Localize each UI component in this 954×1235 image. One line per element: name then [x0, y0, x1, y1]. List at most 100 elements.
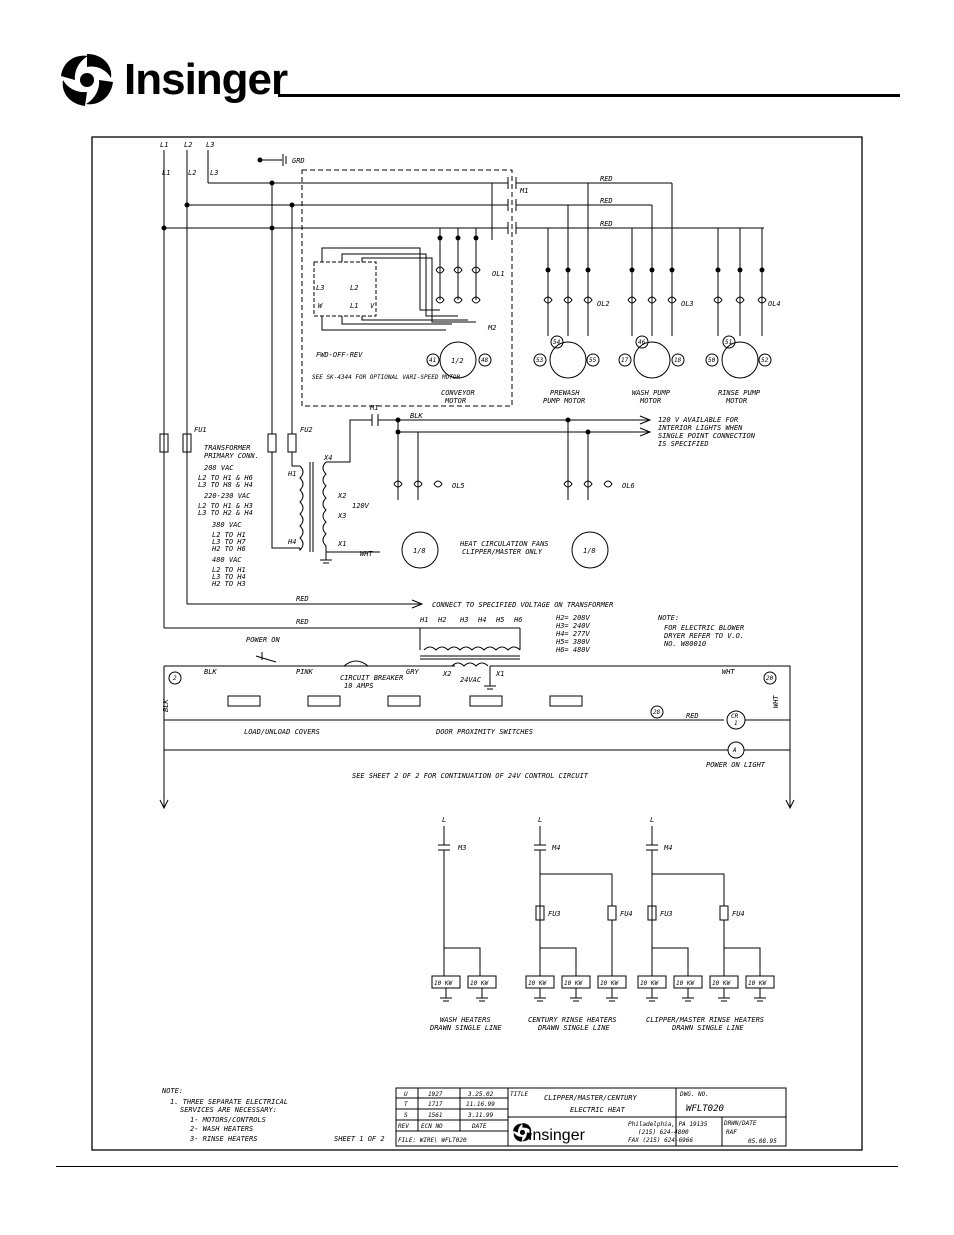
line-l2-label: L2 — [184, 141, 192, 149]
m4-label-2: M4 — [663, 844, 672, 852]
title-line-1: CLIPPER/MASTER/CENTURY — [544, 1094, 638, 1102]
prewash-t3: 54 — [553, 339, 561, 346]
node-28: 28 — [653, 709, 661, 716]
fans-label-1: HEAT CIRCULATION FANS — [459, 540, 549, 548]
wash-heaters-label-2: DRAWN SINGLE LINE — [429, 1024, 502, 1032]
conn-380-l2: L3 TO H7 — [212, 538, 247, 546]
ol2-label: OL2 — [597, 300, 610, 308]
heater-l-3: L — [650, 816, 654, 824]
wire-pink: PINK — [296, 668, 314, 676]
conn-208-l2: L3 TO H8 & H4 — [198, 481, 253, 489]
note-120v-3: SINGLE POINT CONNECTION — [658, 432, 756, 440]
date-1717: 11.16.99 — [466, 1101, 495, 1108]
line-l3-label: L3 — [206, 141, 214, 149]
wire-red-connect: RED — [296, 595, 309, 603]
conn-220-l2: L3 TO H2 & H4 — [198, 509, 253, 517]
volt-h4: H4= 277V — [555, 630, 591, 638]
title-block: U 1927 3.25.02 T 1717 11.16.99 S 1561 3.… — [395, 1087, 787, 1147]
conveyor-hp: 1/2 — [451, 357, 464, 365]
address-3: FAX (215) 624-6966 — [628, 1137, 693, 1144]
fans-section: M1 BLK OL5 1/8 OL6 1/8 HEAT CIRCULATION … — [369, 404, 756, 569]
blower-note-3: NO. W80010 — [663, 640, 706, 648]
wire-blk-ctrl: BLK — [204, 668, 217, 676]
kw-1: 10 KW — [434, 980, 453, 987]
ctrl-24vac: 24VAC — [460, 676, 482, 684]
conn-208-l1: L2 TO H1 & H6 — [198, 474, 253, 482]
tap-h3: H3 — [459, 616, 468, 624]
ol3-label: OL3 — [681, 300, 694, 308]
note-120v-1: 120 V AVAILABLE FOR — [658, 416, 738, 424]
drwn-initials: RAF — [726, 1129, 737, 1136]
tap-h2: H2 — [437, 616, 446, 624]
m1-label: M1 — [519, 187, 528, 195]
m3-label: M3 — [457, 844, 466, 852]
kw-5: 10 KW — [600, 980, 619, 987]
fu2-label: FU2 — [300, 426, 313, 434]
conn-220-l1: L2 TO H1 & H3 — [198, 502, 253, 510]
xfmr-x4: X4 — [323, 454, 332, 462]
heaters: L L L M3 M4 M4 FU3 FU4 FU3 FU4 10 KW 10 … — [429, 816, 775, 1032]
switch-l3: L3 — [316, 284, 324, 292]
conn-220-head: 220-230 VAC — [204, 492, 251, 500]
address-1: Philadelphia, PA 19135 — [628, 1121, 708, 1128]
title-line-2: ELECTRIC HEAT — [570, 1106, 626, 1114]
date-header: DATE — [471, 1123, 487, 1130]
rinse-label-2: MOTOR — [725, 397, 747, 405]
xfmr-x2: X2 — [337, 492, 346, 500]
kw-8: 10 KW — [712, 980, 731, 987]
wire-wht-1: WHT — [360, 550, 373, 558]
switch-v: V — [370, 302, 375, 310]
fwd-off-rev-label: FWD-OFF-REV — [316, 351, 363, 359]
rinse-t3: 51 — [725, 339, 732, 346]
wash-label-1: WASH PUMP — [632, 389, 671, 397]
kw-3: 10 KW — [528, 980, 547, 987]
kw-4: 10 KW — [564, 980, 583, 987]
conveyor-label-1: CONVEYOR — [441, 389, 475, 397]
wash-t2: 18 — [674, 357, 682, 364]
title-swirl-icon — [513, 1123, 532, 1142]
drwn-date: 05.08.95 — [748, 1138, 777, 1145]
cr-num: 1 — [734, 720, 738, 727]
ground-label: GRD — [292, 157, 305, 165]
conn-480-head: 480 VAC — [212, 556, 242, 564]
conveyor-t1: 41 — [429, 357, 436, 364]
title-header: TITLE — [510, 1091, 528, 1098]
bottom-note-2: SERVICES ARE NECESSARY: — [180, 1106, 277, 1114]
brand-name: Insinger — [124, 55, 288, 104]
ecn-1561: 1561 — [428, 1112, 442, 1119]
conn-480-l1: L2 TO H1 — [212, 566, 246, 574]
conn-208-head: 208 VAC — [204, 464, 234, 472]
ecn-1717: 1717 — [428, 1101, 443, 1108]
fan-m1: M1 — [369, 404, 378, 412]
title-brand: Insinger — [528, 1127, 586, 1144]
conn-480-l2: L3 TO H4 — [212, 573, 246, 581]
tap-h6: H6 — [513, 616, 522, 624]
ctrl-x2: X2 — [442, 670, 451, 678]
line-l1-label: L1 — [160, 141, 168, 149]
line-l1-label-2: L1 — [162, 169, 170, 177]
rev-header: REV — [398, 1123, 409, 1130]
conveyor-t2: 48 — [481, 357, 489, 364]
conn-380-head: 380 VAC — [211, 521, 242, 529]
footer-rule — [56, 1166, 898, 1167]
conveyor-label-2: MOTOR — [444, 397, 466, 405]
ol1-label: OL1 — [492, 270, 505, 278]
note-120v-4: IS SPECIFIED — [658, 440, 709, 448]
rinse-t1: 50 — [708, 357, 716, 364]
wire-red-2: RED — [600, 197, 613, 205]
bottom-note-5: 3- RINSE HEATERS — [189, 1135, 257, 1143]
xfmr-h4: H4 — [287, 538, 296, 546]
load-unload-label: LOAD/UNLOAD COVERS — [244, 728, 320, 736]
rev-t: T — [404, 1101, 408, 1108]
kw-6: 10 KW — [640, 980, 659, 987]
door-switches-label: DOOR PROXIMITY SWITCHES — [435, 728, 533, 736]
heater-fu3-2: FU3 — [660, 910, 673, 918]
sheet-label: SHEET 1 OF 2 — [334, 1135, 385, 1143]
wire-red-ctrl: RED — [296, 618, 309, 626]
ecn-header: ECN NO — [421, 1123, 443, 1130]
volt-h2: H2= 208V — [555, 614, 591, 622]
blower-note-head: NOTE: — [657, 614, 679, 622]
blower-note-1: FOR ELECTRIC BLOWER — [664, 624, 744, 632]
prewash-t1: 53 — [536, 357, 544, 364]
